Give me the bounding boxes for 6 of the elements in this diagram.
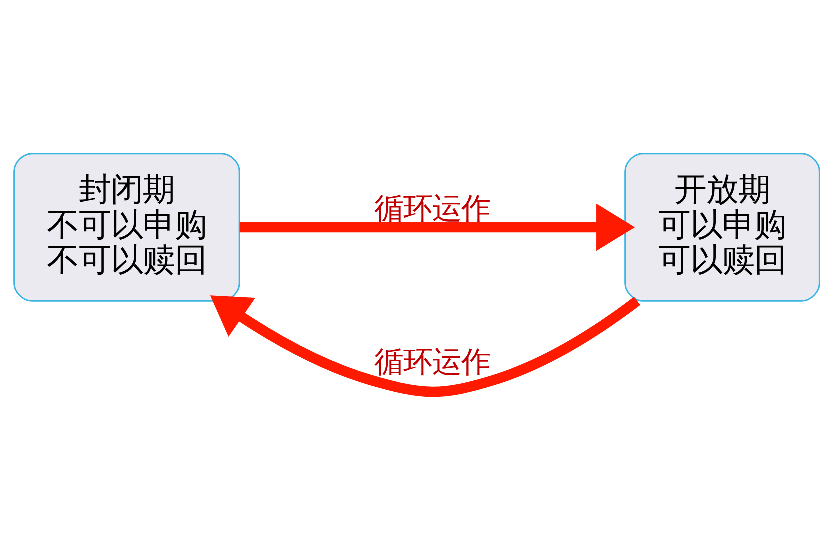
arrow (240, 204, 636, 252)
edge-label: 循环运作 (374, 344, 490, 379)
node-box: 开放期 可以申购 可以赎回 (624, 153, 820, 302)
edge-label: 循环运作 (374, 192, 490, 226)
node-box: 封闭期 不可以申购 不可以赎回 (14, 153, 240, 302)
arrow (210, 296, 640, 398)
